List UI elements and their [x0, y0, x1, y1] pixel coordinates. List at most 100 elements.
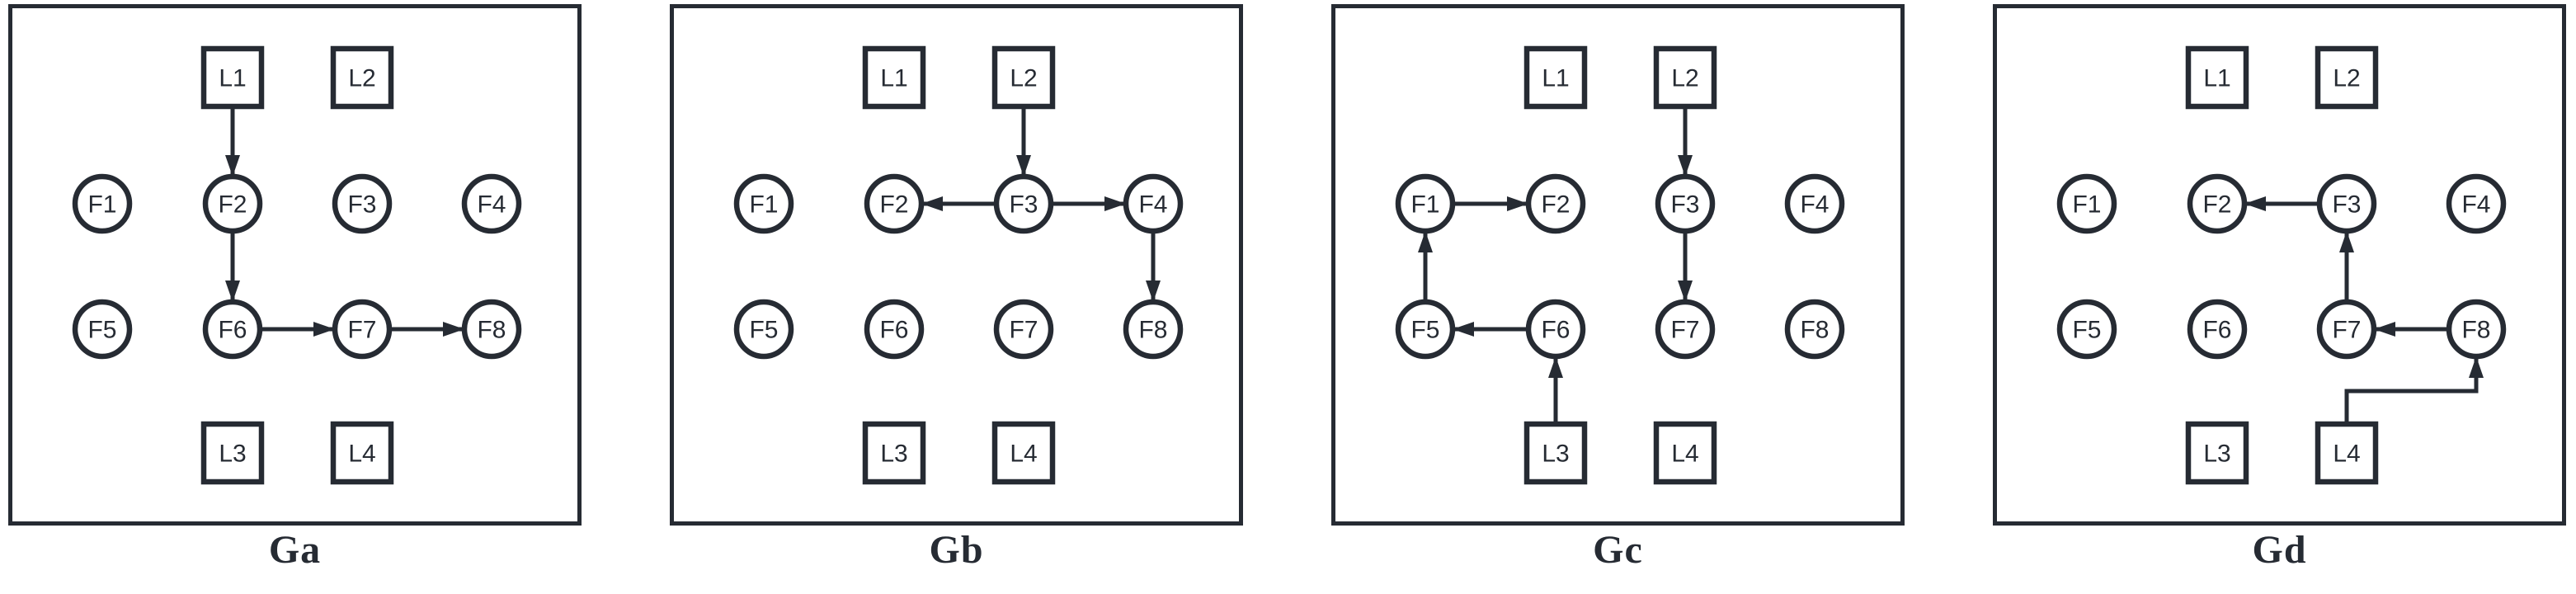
- node-L3: L3: [200, 421, 265, 485]
- node-L4: L4: [2315, 421, 2379, 485]
- node-F4: F4: [461, 173, 522, 234]
- node-label: F7: [347, 317, 376, 344]
- panel-border: [8, 4, 582, 526]
- node-F4: F4: [1784, 173, 1845, 234]
- node-label: L3: [2203, 441, 2230, 468]
- node-F1: F1: [2056, 173, 2117, 234]
- node-L4-shape: [330, 421, 394, 485]
- node-F2-shape: [1525, 173, 1586, 234]
- node-L4-shape: [2315, 421, 2379, 485]
- node-F4: F4: [1123, 173, 1184, 234]
- node-L2: L2: [2315, 45, 2379, 110]
- node-L1: L1: [1523, 45, 1588, 110]
- node-label: L1: [880, 65, 907, 92]
- node-F1-shape: [733, 173, 794, 234]
- node-L4: L4: [991, 421, 1056, 485]
- panel-caption: Ga: [268, 528, 322, 572]
- node-L2-shape: [1653, 45, 1717, 110]
- node-label: L4: [1671, 441, 1698, 468]
- node-label: F8: [1138, 317, 1167, 344]
- node-label: F3: [2332, 191, 2361, 219]
- node-F7-shape: [993, 299, 1054, 360]
- node-L3: L3: [862, 421, 926, 485]
- panel-caption: Gb: [929, 528, 984, 572]
- node-F4-shape: [461, 173, 522, 234]
- node-label: L1: [2203, 65, 2230, 92]
- panel-caption: Gc: [1593, 528, 1643, 572]
- node-L1: L1: [200, 45, 265, 110]
- node-F1: F1: [1395, 173, 1456, 234]
- node-L3-shape: [200, 421, 265, 485]
- node-F5-shape: [733, 299, 794, 360]
- node-label: F2: [1541, 191, 1570, 219]
- node-label: F7: [1009, 317, 1038, 344]
- node-F6-shape: [2187, 299, 2248, 360]
- node-F7: F7: [1655, 299, 1716, 360]
- node-label: F5: [87, 317, 116, 344]
- node-F5: F5: [2056, 299, 2117, 360]
- node-label: F2: [2202, 191, 2231, 219]
- node-L4: L4: [1653, 421, 1717, 485]
- node-label: L3: [1542, 441, 1569, 468]
- node-label: F8: [1800, 317, 1829, 344]
- node-L3-shape: [2185, 421, 2249, 485]
- node-label: F7: [1670, 317, 1699, 344]
- node-F3: F3: [993, 173, 1054, 234]
- node-label: L2: [348, 65, 375, 92]
- node-F6: F6: [202, 299, 263, 360]
- node-label: L1: [219, 65, 246, 92]
- node-label: F3: [1670, 191, 1699, 219]
- node-L2-shape: [991, 45, 1056, 110]
- node-L3-shape: [1523, 421, 1588, 485]
- node-L1-shape: [2185, 45, 2249, 110]
- node-L2-shape: [2315, 45, 2379, 110]
- node-F7: F7: [2316, 299, 2377, 360]
- node-F3-shape: [1655, 173, 1716, 234]
- node-label: F6: [879, 317, 908, 344]
- node-F8-shape: [1123, 299, 1184, 360]
- node-F6-shape: [202, 299, 263, 360]
- node-L4: L4: [330, 421, 394, 485]
- node-F8: F8: [461, 299, 522, 360]
- node-F2-shape: [864, 173, 925, 234]
- node-F7-shape: [2316, 299, 2377, 360]
- node-L1-shape: [862, 45, 926, 110]
- node-label: F4: [2461, 191, 2490, 219]
- node-label: F3: [1009, 191, 1038, 219]
- node-F8: F8: [1784, 299, 1845, 360]
- node-label: L2: [2333, 65, 2360, 92]
- node-L3: L3: [2185, 421, 2249, 485]
- node-F6: F6: [864, 299, 925, 360]
- node-label: F3: [347, 191, 376, 219]
- node-label: F5: [749, 317, 778, 344]
- edge-L4-F8: [2344, 356, 2484, 424]
- node-F1-shape: [2056, 173, 2117, 234]
- node-label: F4: [1800, 191, 1829, 219]
- node-F3: F3: [332, 173, 393, 234]
- node-F6-shape: [864, 299, 925, 360]
- node-label: L2: [1010, 65, 1037, 92]
- node-F2-shape: [202, 173, 263, 234]
- node-F6: F6: [1525, 299, 1586, 360]
- node-L4-shape: [1653, 421, 1717, 485]
- node-label: F6: [1541, 317, 1570, 344]
- node-label: F6: [218, 317, 247, 344]
- node-label: F1: [749, 191, 778, 219]
- node-F8-shape: [1784, 299, 1845, 360]
- panel-border: [670, 4, 1243, 526]
- node-F6: F6: [2187, 299, 2248, 360]
- node-F5-shape: [2056, 299, 2117, 360]
- node-L1: L1: [862, 45, 926, 110]
- node-L2: L2: [330, 45, 394, 110]
- node-label: F1: [2072, 191, 2101, 219]
- node-L1-shape: [200, 45, 265, 110]
- node-F1-shape: [72, 173, 133, 234]
- node-F4-shape: [1123, 173, 1184, 234]
- panel-border: [1993, 4, 2566, 526]
